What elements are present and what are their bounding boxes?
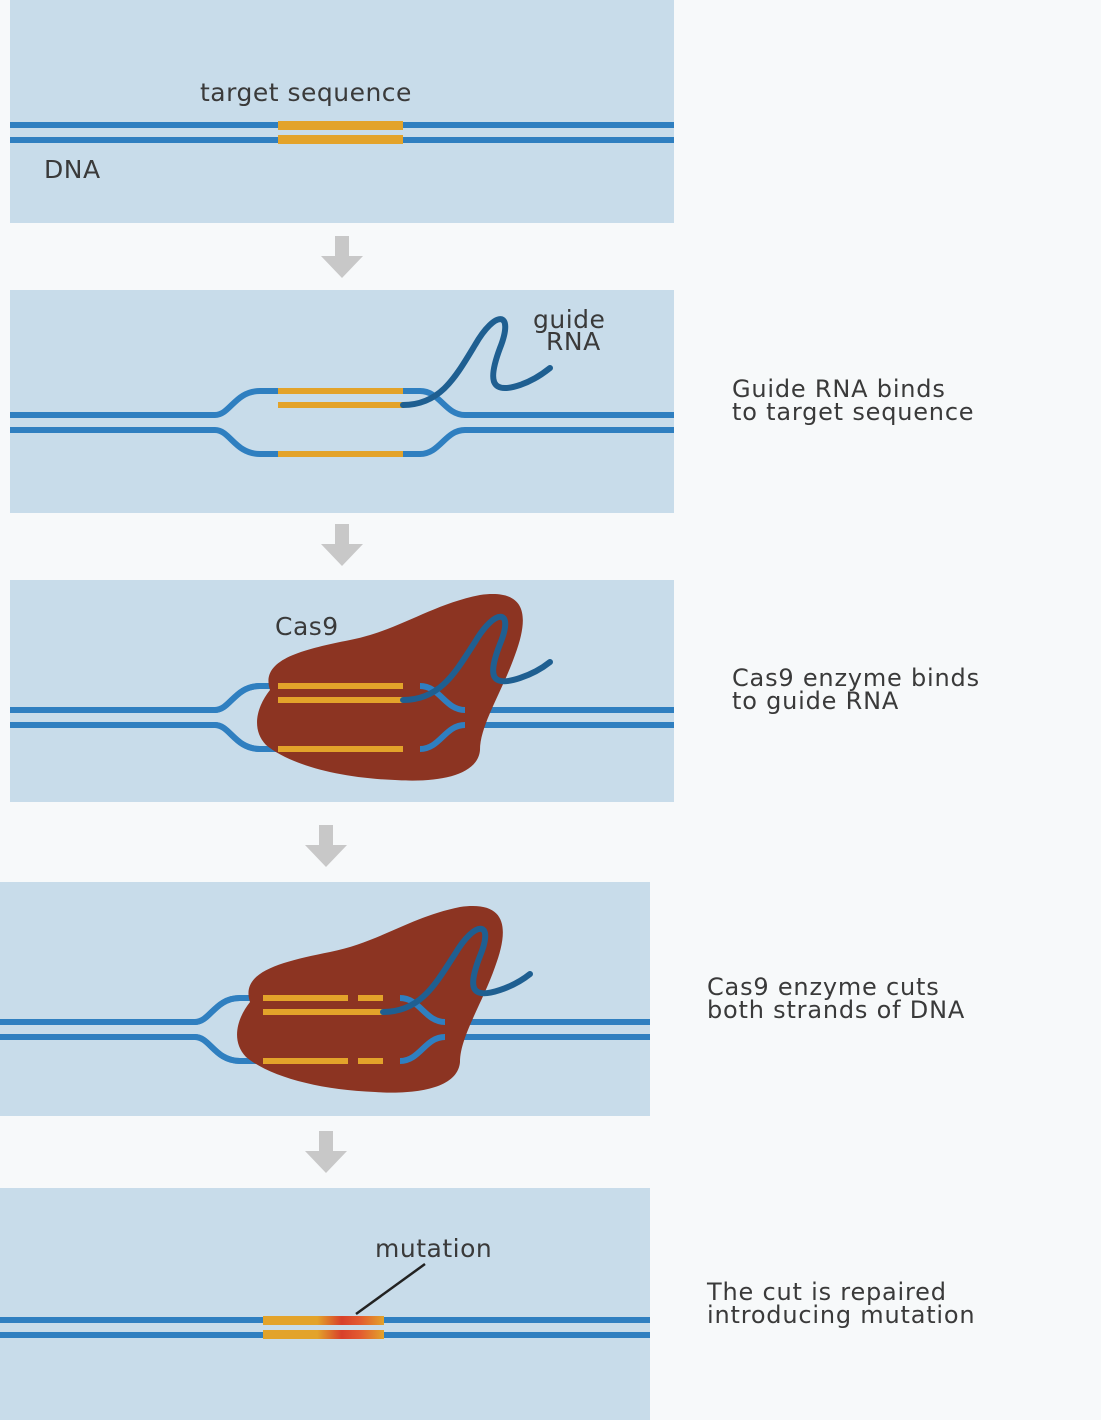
panel-dna-target: target sequence DNA xyxy=(10,0,674,223)
dna-diagram-5: mutation xyxy=(0,1188,650,1420)
down-arrow-icon xyxy=(304,1131,348,1175)
dna-diagram-2: guide RNA xyxy=(10,290,674,513)
dna-strand-top-right xyxy=(403,391,674,415)
panel-guide-rna-binding: guide RNA xyxy=(10,290,674,513)
down-arrow-icon xyxy=(304,825,348,869)
down-arrow-icon xyxy=(320,524,364,568)
mutation-label: mutation xyxy=(375,1234,492,1263)
dna-diagram-1: target sequence DNA xyxy=(10,0,674,223)
panel-cas9-binding: Cas9 xyxy=(10,580,674,802)
step-cas9-cuts: Cas9 enzyme cuts both strands of DNA xyxy=(707,976,965,1022)
panel-cas9-cuts xyxy=(0,882,650,1116)
down-arrow-icon xyxy=(320,236,364,280)
step-guide-rna-binds: Guide RNA binds to target sequence xyxy=(732,378,974,424)
cas9-label: Cas9 xyxy=(275,612,339,641)
guide-rna-label-line2: RNA xyxy=(546,327,601,356)
dna-label: DNA xyxy=(44,155,101,184)
mutation-pointer-line xyxy=(356,1264,425,1314)
step-cas9-binds: Cas9 enzyme binds to guide RNA xyxy=(732,667,980,713)
panel-repair-mutation: mutation xyxy=(0,1188,650,1420)
dna-diagram-4 xyxy=(0,882,650,1116)
dna-diagram-3: Cas9 xyxy=(10,580,674,802)
step-cut-repaired: The cut is repaired introducing mutation xyxy=(707,1281,975,1327)
target-sequence-label: target sequence xyxy=(200,78,412,107)
dna-strand-bottom xyxy=(10,430,674,454)
